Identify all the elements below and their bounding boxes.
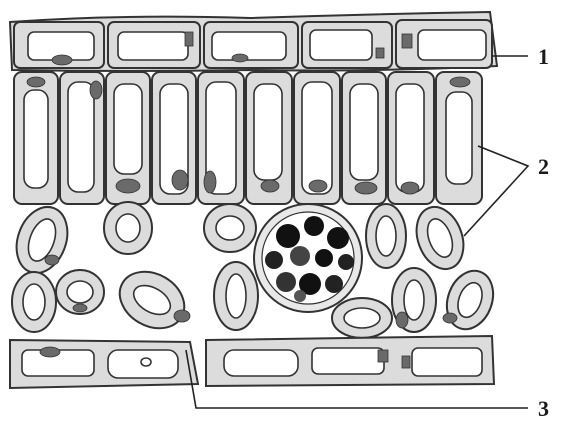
vascular-bundle: [254, 204, 362, 312]
upper-epidermis: [10, 12, 497, 71]
label-3: 3: [538, 396, 549, 421]
label-1: 1: [538, 44, 549, 69]
lower-epidermis: [10, 336, 494, 388]
label-2: 2: [538, 154, 549, 179]
palisade-mesophyll: [14, 72, 482, 204]
